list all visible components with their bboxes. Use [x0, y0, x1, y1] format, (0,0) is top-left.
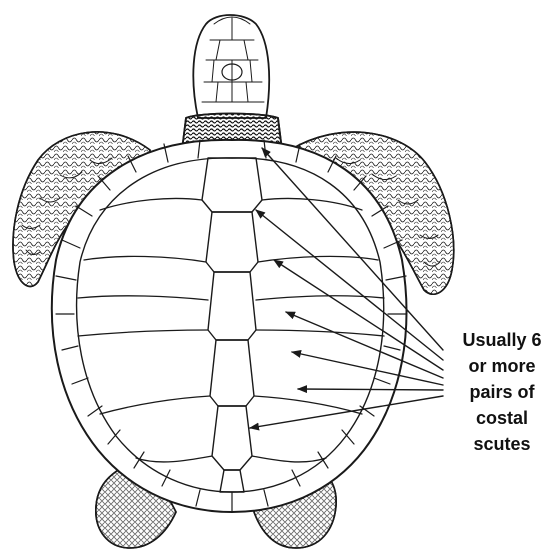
arrow-6 [298, 389, 443, 390]
annotation-line-4: costal [446, 405, 555, 431]
annotation-line-2: or more [446, 353, 555, 379]
costal-scutes-annotation: Usually 6 or more pairs of costal scutes [446, 327, 555, 457]
annotation-line-5: scutes [446, 431, 555, 457]
annotation-line-3: pairs of [446, 379, 555, 405]
annotation-line-1: Usually 6 [446, 327, 555, 353]
turtle-head [193, 15, 269, 118]
carapace [52, 140, 407, 512]
